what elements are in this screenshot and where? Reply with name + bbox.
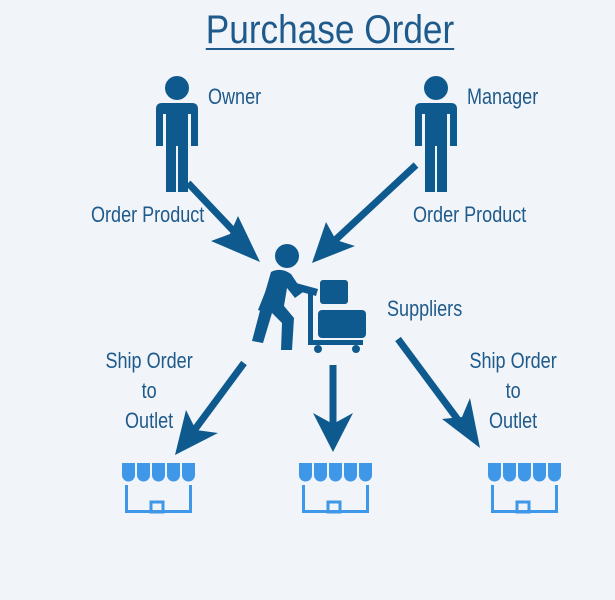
suppliers-delivery-worker-icon — [252, 244, 366, 353]
outlet-center-storefront-icon — [297, 461, 374, 515]
outlet-left-storefront-icon — [120, 461, 197, 515]
ship-right-label-line1: Ship Order — [469, 348, 557, 373]
arrow-suppliers-to-outlet-center — [313, 365, 353, 452]
outlet-right-storefront-icon — [486, 461, 563, 515]
owner-label: Owner — [208, 84, 262, 109]
diagram-title: Purchase Order — [205, 8, 455, 52]
ship-left-label-line1: Ship Order — [105, 348, 193, 373]
ship-right-label-line3: Outlet — [489, 408, 538, 433]
manager-edge-label: Order Product — [413, 202, 527, 227]
arrow-manager-to-suppliers — [312, 162, 419, 263]
manager-person-icon — [415, 76, 457, 192]
owner-edge-label: Order Product — [91, 202, 205, 227]
ship-right-label-line2: to — [505, 378, 521, 403]
owner-person-icon — [156, 76, 198, 192]
arrows — [175, 162, 480, 455]
ship-left-label-line2: to — [141, 378, 157, 403]
arrow-suppliers-to-outlet-left — [175, 360, 247, 455]
arrow-suppliers-to-outlet-right — [395, 336, 480, 448]
manager-label: Manager — [467, 84, 539, 109]
ship-left-label-line3: Outlet — [125, 408, 174, 433]
suppliers-label: Suppliers — [387, 296, 463, 321]
arrow-owner-to-suppliers — [185, 180, 260, 262]
